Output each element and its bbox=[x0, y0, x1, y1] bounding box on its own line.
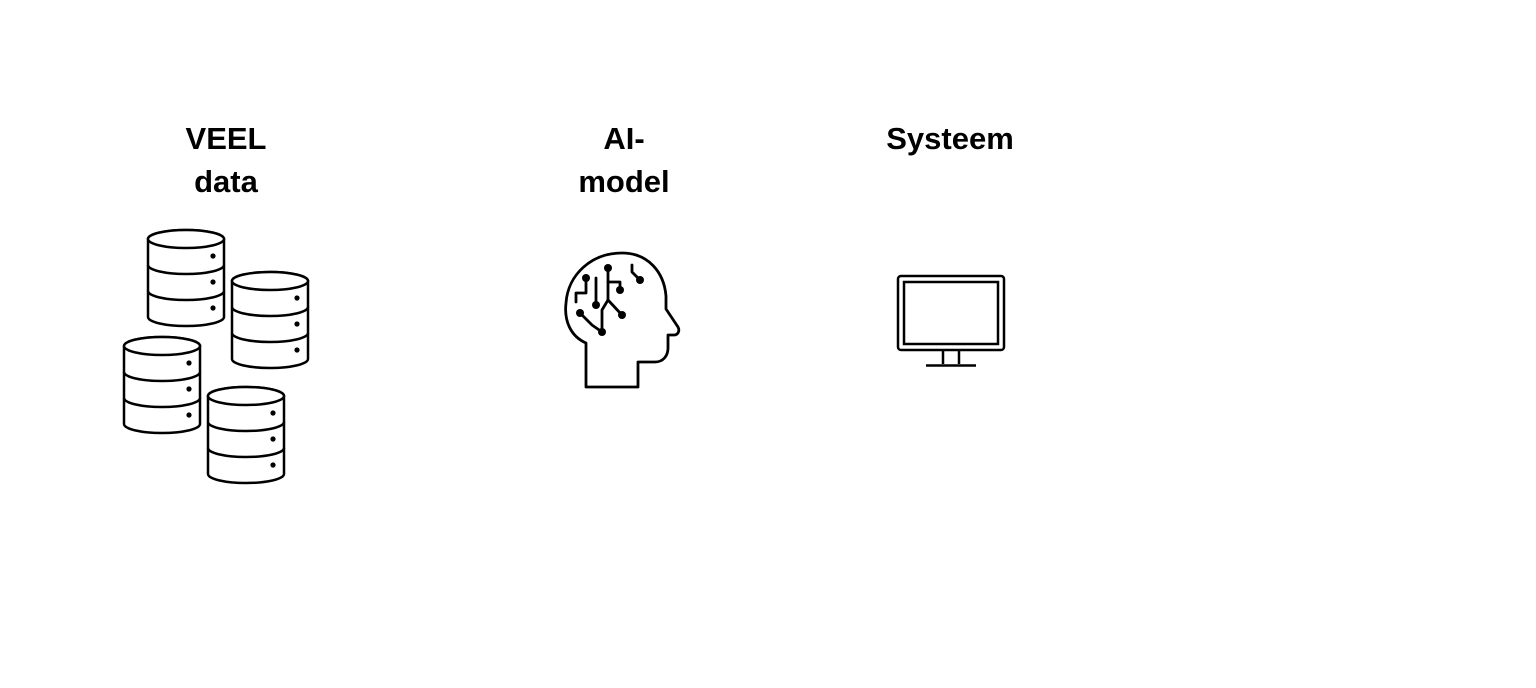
stage-label-data: VEEL data bbox=[186, 117, 267, 203]
monitor-bezel bbox=[896, 274, 1006, 352]
database-cylinder bbox=[206, 385, 286, 485]
stage-label-system: Systeem bbox=[886, 117, 1014, 160]
database-cylinder bbox=[122, 335, 202, 435]
stage-label-model-line-1: AI- bbox=[603, 121, 645, 156]
monitor-screen bbox=[902, 280, 1000, 346]
stage-label-system-line-1: Systeem bbox=[886, 121, 1014, 156]
stage-label-model: AI- model bbox=[578, 117, 669, 203]
database-stack-icon bbox=[118, 224, 318, 494]
database-cylinder bbox=[146, 228, 226, 328]
stage-label-model-line-2: model bbox=[578, 164, 670, 199]
stage-label-data-line-1: VEEL bbox=[185, 121, 267, 156]
stage-label-data-line-2: data bbox=[194, 164, 258, 199]
head-outline bbox=[564, 251, 681, 389]
ai-brain-circuit-icon bbox=[560, 248, 686, 392]
monitor-icon bbox=[894, 272, 1008, 370]
database-cylinder bbox=[230, 270, 310, 370]
